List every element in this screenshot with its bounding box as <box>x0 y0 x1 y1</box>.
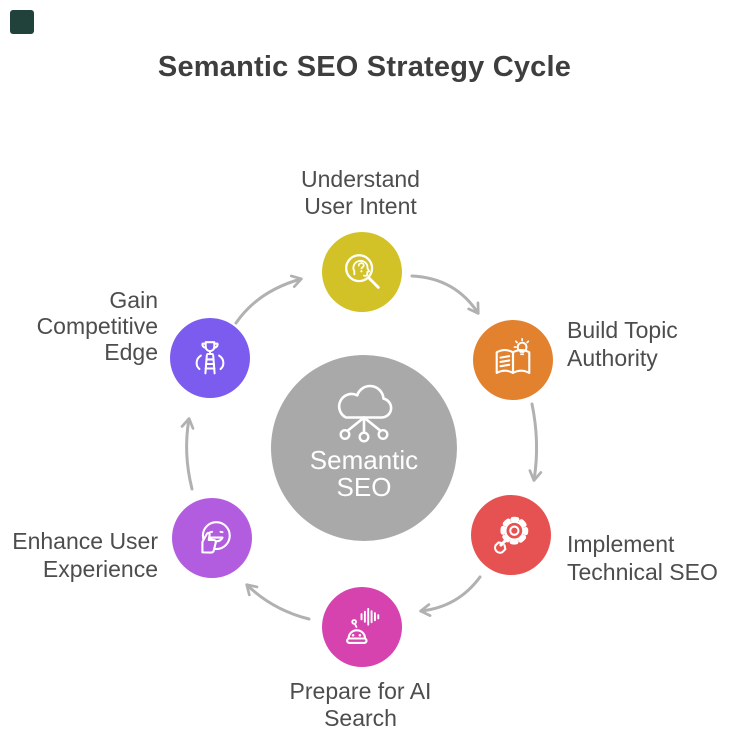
cloud-network-icon <box>337 384 393 443</box>
step-circle-build-topic-authority <box>473 320 553 400</box>
step-label-build-topic-authority: Build Topic Authority <box>567 316 678 372</box>
label-line: User Intent <box>304 193 417 219</box>
arrow-understand-to-build <box>410 274 480 315</box>
gear-wrench-icon <box>494 516 529 554</box>
center-circle-semantic-seo: Semantic SEO <box>271 355 457 541</box>
center-label-line1: Semantic <box>309 445 419 475</box>
label-line: Experience <box>42 556 158 582</box>
step-label-prepare-for-ai-search: Prepare for AI Search <box>240 678 481 732</box>
step-label-gain-competitive-edge: Gain Competitive Edge <box>0 287 158 365</box>
label-line: Technical SEO <box>567 559 718 585</box>
step-label-understand-user-intent: Understand User Intent <box>240 166 481 220</box>
step-label-implement-technical-seo: Implement Technical SEO <box>567 530 718 586</box>
step-circle-prepare-for-ai-search <box>322 587 402 667</box>
step-circle-gain-competitive-edge <box>170 318 250 398</box>
smiley-thumbs-up-icon <box>201 521 231 554</box>
arrow-build-to-implement <box>528 402 543 482</box>
page-title: Semantic SEO Strategy Cycle <box>157 51 572 83</box>
label-line: Prepare for AI <box>289 678 432 704</box>
arrow-enhance-to-gain <box>180 417 195 491</box>
book-lightbulb-icon <box>495 338 531 374</box>
label-line: Authority <box>567 345 658 371</box>
arrow-implement-to-prepare <box>419 575 482 617</box>
label-line: Edge <box>104 339 158 365</box>
label-line: Competitive <box>36 313 158 339</box>
search-user-intent-icon <box>345 254 380 289</box>
center-label-line2: SEO <box>336 472 392 502</box>
step-circle-implement-technical-seo <box>471 495 551 575</box>
label-line: Build Topic <box>567 317 678 343</box>
label-line: Enhance User <box>12 528 158 554</box>
arrow-prepare-to-enhance <box>245 583 311 621</box>
label-line: Understand <box>301 166 420 192</box>
center-label: Semantic SEO <box>310 447 418 501</box>
step-circle-understand-user-intent <box>322 232 402 312</box>
label-line: Implement <box>567 531 675 557</box>
label-line: Search <box>324 705 397 731</box>
step-label-enhance-user-experience: Enhance User Experience <box>0 527 158 583</box>
arrow-gain-to-understand <box>234 274 303 325</box>
robot-voice-icon <box>346 607 380 644</box>
label-line: Gain <box>109 287 158 313</box>
step-circle-enhance-user-experience <box>172 498 252 578</box>
trophy-ladder-icon <box>195 341 225 375</box>
corner-mark <box>10 10 34 34</box>
